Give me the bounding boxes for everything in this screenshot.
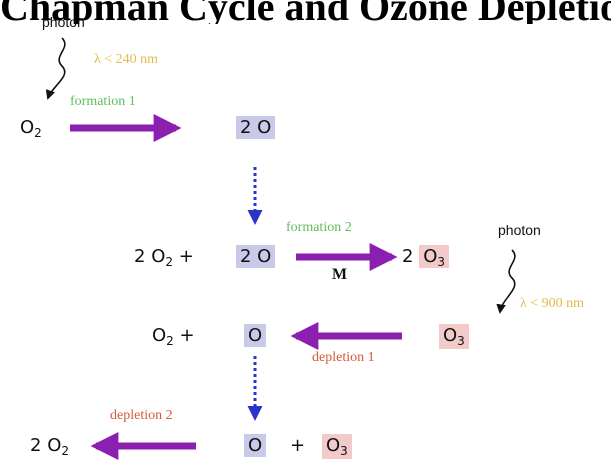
photon-label-1: photon <box>42 14 85 30</box>
photon-2-wave <box>496 249 516 314</box>
o3-reactant-depletion-1: O3 <box>439 324 469 349</box>
two-o2-reactant: 2 O2 + <box>134 246 194 269</box>
page-title: Chapman Cycle and Ozone Depletion (1 of … <box>0 0 611 24</box>
o2-reactant: O2 <box>20 117 42 140</box>
o2-product-depletion-1: O2 + <box>152 325 195 348</box>
two-o2-product: 2 O2 <box>30 435 69 458</box>
two-o-product: 2 O <box>236 116 276 139</box>
wavelength-label-1: λ < 240 nm <box>94 52 159 67</box>
two-o3-product: 2 O3 <box>402 245 449 269</box>
depletion-1-label: depletion 1 <box>312 350 375 365</box>
o-product-depletion-1: O <box>244 324 267 347</box>
photon-label-2: photon <box>498 222 541 238</box>
photon-1-wave <box>45 37 66 100</box>
wavelength-label-2: λ < 900 nm <box>520 296 585 311</box>
plus-sign: + <box>290 435 306 456</box>
formation-2-label: formation 2 <box>286 220 352 235</box>
catalyst-label: M <box>332 266 348 283</box>
o-reactant-depletion-2: O <box>244 434 267 457</box>
depletion-2-label: depletion 2 <box>110 408 173 423</box>
two-o-reactant: 2 O <box>236 245 276 268</box>
formation-1-label: formation 1 <box>70 94 136 109</box>
o3-reactant-depletion-2: O3 <box>322 434 352 459</box>
